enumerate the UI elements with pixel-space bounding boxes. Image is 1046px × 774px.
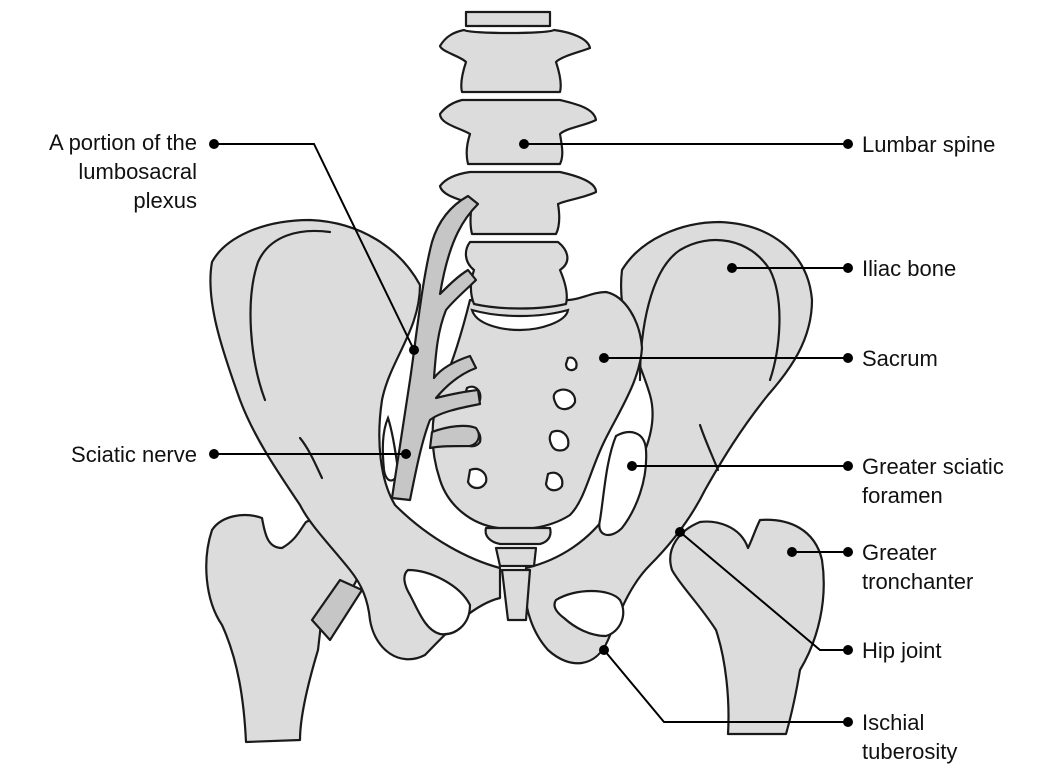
- sacrum-pointer-dot: [843, 353, 853, 363]
- label-greater-sciatic-foramen: Greater sciatic foramen: [862, 452, 1004, 510]
- hip-joint-pointer-dot: [843, 645, 853, 655]
- label-lumbosacral-line2: lumbosacral: [49, 157, 197, 186]
- label-lumbosacral-line1: A portion of the: [49, 128, 197, 157]
- label-hip-joint-text: Hip joint: [862, 636, 941, 665]
- label-hip-joint: Hip joint: [862, 636, 941, 665]
- label-trochanter-line1: Greater: [862, 538, 973, 567]
- label-lumbosacral-line3: plexus: [49, 186, 197, 215]
- label-sciatic-nerve: Sciatic nerve: [71, 440, 197, 469]
- sciatic-target-dot: [401, 449, 411, 459]
- ischial-pointer-dot: [843, 717, 853, 727]
- label-ischial-line1: Ischial: [862, 708, 957, 737]
- label-lumbosacral-plexus: A portion of the lumbosacral plexus: [49, 128, 197, 215]
- label-foramen-line1: Greater sciatic: [862, 452, 1004, 481]
- label-ischial-tuberosity: Ischial tuberosity: [862, 708, 957, 766]
- label-foramen-line2: foramen: [862, 481, 1004, 510]
- label-sacrum-text: Sacrum: [862, 344, 938, 373]
- lumbar-pointer-dot: [843, 139, 853, 149]
- label-ischial-line2: tuberosity: [862, 737, 957, 766]
- iliac-pointer-dot: [843, 263, 853, 273]
- label-iliac-bone: Iliac bone: [862, 254, 956, 283]
- label-greater-trochanter: Greater tronchanter: [862, 538, 973, 596]
- label-lumbar-spine: Lumbar spine: [862, 130, 995, 159]
- label-trochanter-line2: tronchanter: [862, 567, 973, 596]
- trochanter-pointer-dot: [843, 547, 853, 557]
- label-iliac-bone-text: Iliac bone: [862, 254, 956, 283]
- lumbosacral-target-dot: [409, 345, 419, 355]
- label-sacrum: Sacrum: [862, 344, 938, 373]
- label-sciatic-nerve-text: Sciatic nerve: [71, 440, 197, 469]
- foramen-pointer-dot: [843, 461, 853, 471]
- label-lumbar-spine-text: Lumbar spine: [862, 130, 995, 159]
